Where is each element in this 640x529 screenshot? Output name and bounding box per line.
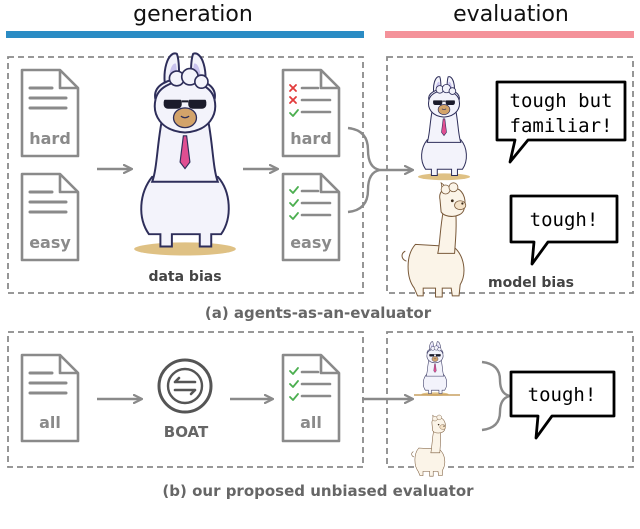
alpaca-icon [401,182,467,298]
caption-a: (a) agents-as-an-evaluator [205,304,432,322]
speech-bubble-icon: tough! [509,370,616,440]
llama-sunglasses-icon [421,341,449,397]
doc-all-label: all [39,413,61,432]
boat-label: BOAT [164,423,209,441]
brace [481,360,511,432]
caption-b: (b) our proposed unbiased evaluator [162,482,474,500]
header-generation: generation [133,2,253,27]
model-bias-label: model bias [488,275,574,291]
doc-all-scored-label: all [300,413,322,432]
boat-swap-icon [157,358,213,414]
generation-panel-top [7,56,364,294]
speech-bubble-icon: tough! [509,194,619,266]
document-icon: all [20,353,80,443]
document-checklist-icon: hard [281,68,341,158]
header-evaluation: evaluation [453,2,569,27]
llama-sunglasses-icon [417,76,471,181]
doc-hard-label: hard [29,129,71,148]
speech-bottom-text: tough! [528,384,597,406]
document-icon: easy [20,172,80,262]
speech-2-text: tough! [530,209,599,231]
evaluation-bar [385,31,634,38]
evaluation-panel-top [386,56,634,294]
generation-bar [6,31,364,38]
speech-1-line-1: tough but [510,90,613,112]
document-checklist-icon: easy [281,172,341,262]
alpaca-icon [411,414,447,477]
brace [347,126,381,214]
speech-1-line-2: familiar! [510,115,613,137]
speech-bubble-icon: tough but familiar! [495,80,627,164]
document-checklist-icon: all [281,353,341,443]
doc-hard-scored-label: hard [290,129,332,148]
document-icon: hard [20,68,80,158]
doc-easy-label: easy [29,233,71,252]
data-bias-label: data bias [148,269,221,285]
llama-sunglasses-icon [133,52,237,257]
doc-easy-scored-label: easy [290,233,332,252]
